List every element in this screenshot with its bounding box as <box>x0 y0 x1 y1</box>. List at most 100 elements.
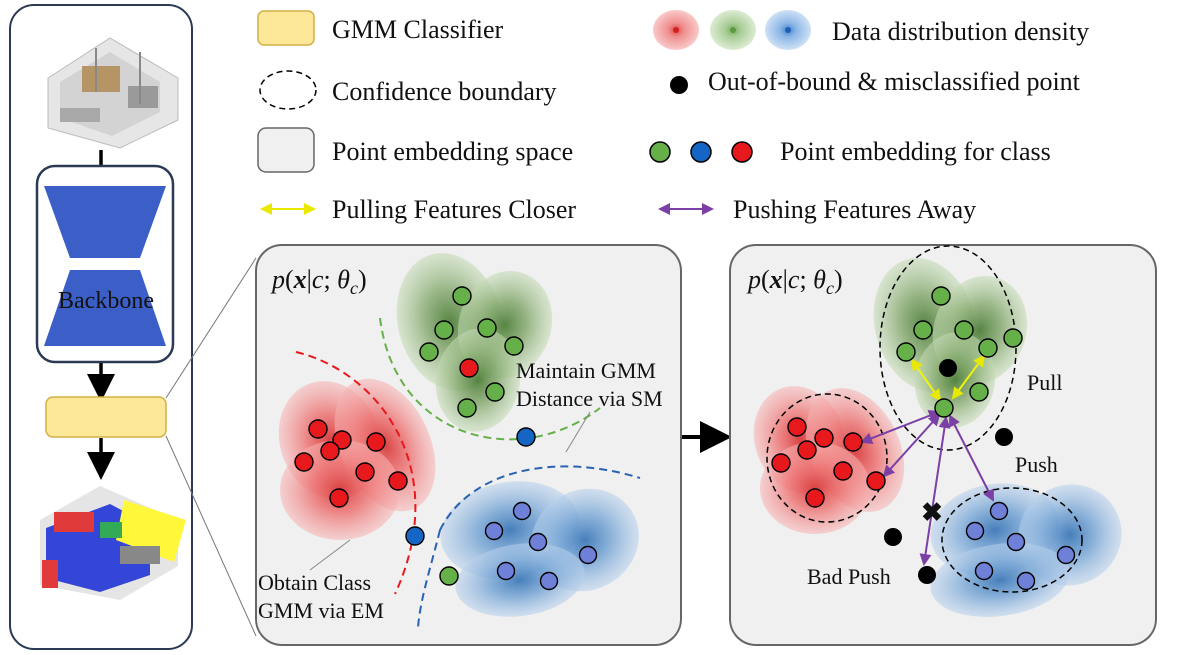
point <box>504 336 524 356</box>
point <box>913 320 933 340</box>
push-label: Push <box>1015 452 1058 477</box>
zoom-line-top <box>165 257 257 399</box>
point <box>496 561 516 581</box>
point <box>388 471 408 491</box>
point <box>931 286 951 306</box>
legend-outlier-label: Out-of-bound & misclassified point <box>708 67 1081 96</box>
point <box>974 561 994 581</box>
point <box>332 430 352 450</box>
right-outlier-points <box>884 359 1013 584</box>
point <box>896 342 916 362</box>
point <box>366 432 386 452</box>
point <box>918 566 936 584</box>
right-embedding-panel: p(x|c; θc) <box>729 244 1157 646</box>
point <box>866 471 886 491</box>
point <box>1056 545 1076 565</box>
legend-blue-dot <box>690 141 712 163</box>
point <box>884 528 902 546</box>
left-annotation-sm-line1: Maintain GMM <box>516 358 656 383</box>
point <box>771 453 791 473</box>
point <box>934 398 954 418</box>
point <box>485 382 505 402</box>
point <box>989 501 1009 521</box>
left-red-points <box>294 358 479 508</box>
legend-boundary-label: Confidence boundary <box>332 77 557 106</box>
left-green-boundary <box>379 317 601 441</box>
point <box>434 320 454 340</box>
backbone-decoder <box>44 270 166 346</box>
legend-gmm-label: GMM Classifier <box>332 15 504 44</box>
legend-space-label: Point embedding space <box>332 137 573 166</box>
point <box>814 428 834 448</box>
point <box>329 488 349 508</box>
pull-label: Pull <box>1027 370 1062 395</box>
left-blue-distribution <box>440 481 639 617</box>
point <box>797 440 817 460</box>
left-annotation-em-leader <box>309 539 351 571</box>
point <box>969 382 989 402</box>
point <box>355 462 375 482</box>
point <box>1003 328 1023 348</box>
point <box>843 432 863 452</box>
point <box>516 427 536 447</box>
legend-boundary-swatch <box>259 70 317 110</box>
bad-push-label: Bad Push <box>807 564 891 589</box>
point <box>528 532 548 552</box>
point <box>439 566 459 586</box>
point <box>459 358 479 378</box>
point <box>978 338 998 358</box>
legend-gmm-swatch <box>257 10 315 46</box>
point <box>484 521 504 541</box>
point <box>477 318 497 338</box>
legend-pull-label: Pulling Features Closer <box>332 195 576 224</box>
push-arrows <box>860 410 994 566</box>
left-annotation-sm-line2: Distance via SM <box>516 386 663 411</box>
left-blue-points <box>405 427 598 591</box>
left-panel-formula: p(x|c; θc) <box>270 265 367 298</box>
right-blue-points <box>965 501 1076 591</box>
legend-space-swatch <box>257 127 315 173</box>
point <box>1006 532 1026 552</box>
point <box>457 398 477 418</box>
pipeline-column: Backbone <box>9 4 193 650</box>
left-embedding-panel: p(x|c; θc) <box>255 244 682 646</box>
legend-embedding-label: Point embedding for class <box>780 137 1051 166</box>
right-green-points <box>896 286 1023 418</box>
zoom-line-bottom <box>165 435 257 637</box>
legend-green-dot <box>649 141 671 163</box>
point <box>805 488 825 508</box>
left-annotation-em-line1: Obtain Class <box>258 570 371 595</box>
left-annotation-em-line2: GMM via EM <box>258 598 384 623</box>
point <box>833 461 853 481</box>
point <box>1016 571 1036 591</box>
backbone-label: Backbone <box>58 288 154 314</box>
backbone-encoder <box>44 186 166 258</box>
legend-red-dot <box>731 141 753 163</box>
pull-arrows <box>910 354 986 402</box>
point <box>294 452 314 472</box>
point <box>995 428 1013 446</box>
point <box>954 320 974 340</box>
point <box>539 571 559 591</box>
point <box>939 359 957 377</box>
point <box>405 526 425 546</box>
bad-push-cross-icon: ✖ <box>921 498 943 527</box>
left-blue-boundary <box>417 465 641 629</box>
point <box>320 441 340 461</box>
left-green-points <box>419 286 524 586</box>
point <box>787 417 807 437</box>
output-segmented-cloud <box>40 486 186 600</box>
legend-push-label: Pushing Features Away <box>733 195 976 224</box>
gmm-classifier-block <box>45 396 167 438</box>
point <box>578 545 598 565</box>
point <box>308 419 328 439</box>
right-blue-distribution <box>930 483 1122 617</box>
point <box>512 501 532 521</box>
legend: GMM Classifier Confidence boundary Point… <box>257 10 1089 224</box>
input-point-cloud <box>47 37 179 149</box>
point <box>452 286 472 306</box>
left-annotation-sm-leader <box>565 411 591 453</box>
right-panel-formula: p(x|c; θc) <box>746 265 843 298</box>
point <box>965 521 985 541</box>
